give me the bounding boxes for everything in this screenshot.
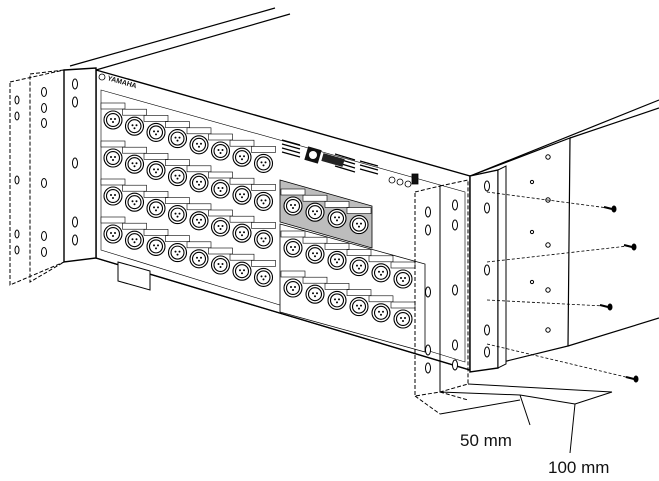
input-xlr-connector xyxy=(229,177,255,205)
output-xlr-connector xyxy=(280,188,306,216)
dimension-label-100mm: 100 mm xyxy=(548,458,609,477)
output-xlr-connector xyxy=(302,236,328,264)
input-xlr-connector xyxy=(251,146,276,173)
front-panel-bezel xyxy=(100,89,466,363)
input-xlr-connector xyxy=(165,121,190,149)
offset-rail-holes xyxy=(425,199,458,374)
input-xlr-connector xyxy=(186,165,212,193)
input-xlr-connector xyxy=(122,146,147,174)
input-xlr-connector xyxy=(186,203,212,231)
output-xlr-connector xyxy=(302,194,328,222)
output-xlr-connector xyxy=(280,230,306,258)
input-xlr-connector xyxy=(186,127,212,155)
input-xlr-connector xyxy=(208,209,233,237)
dimension-label-50mm: 50 mm xyxy=(460,431,512,450)
output-connector-grid xyxy=(280,188,416,329)
input-xlr-connector xyxy=(165,235,190,263)
input-xlr-connector xyxy=(143,153,169,180)
input-xlr-connector xyxy=(122,222,147,250)
screw xyxy=(486,343,639,383)
input-xlr-connector xyxy=(186,241,212,269)
output-xlr-connector xyxy=(390,301,416,329)
input-xlr-connector xyxy=(100,102,126,130)
left-rack-ear xyxy=(9,67,97,286)
screw xyxy=(486,191,617,213)
mounting-screws xyxy=(486,191,639,383)
right-rack-ear xyxy=(469,165,507,373)
input-xlr-connector xyxy=(122,108,147,136)
input-xlr-connector xyxy=(208,133,233,161)
input-xlr-connector xyxy=(251,260,276,287)
center-display xyxy=(304,146,345,167)
input-xlr-connector xyxy=(208,171,233,199)
output-xlr-connector xyxy=(368,295,394,323)
input-xlr-connector xyxy=(143,191,169,218)
output-xlr-connector xyxy=(346,249,372,277)
input-connector-grid xyxy=(100,102,276,287)
output-xlr-connector xyxy=(280,270,306,298)
input-xlr-connector xyxy=(208,247,233,275)
output-xlr-connector xyxy=(346,289,372,317)
screw xyxy=(486,243,637,263)
input-xlr-connector xyxy=(143,115,169,142)
output-xlr-connector xyxy=(324,283,350,310)
left-rack-ear-holes xyxy=(14,78,78,257)
output-xlr-connector xyxy=(346,207,372,235)
input-xlr-connector xyxy=(143,229,169,256)
input-xlr-connector xyxy=(229,253,255,281)
input-xlr-connector xyxy=(165,197,190,225)
chassis-foot xyxy=(117,261,151,291)
input-xlr-connector xyxy=(100,140,126,168)
right-rack-ear-holes xyxy=(484,180,490,358)
input-xlr-connector xyxy=(251,184,276,211)
input-xlr-connector xyxy=(229,139,255,167)
input-xlr-connector xyxy=(251,222,276,249)
input-xlr-connector xyxy=(229,215,255,243)
output-xlr-connector xyxy=(390,261,416,289)
side-panel-holes xyxy=(529,154,551,333)
output-xlr-connector xyxy=(368,255,394,283)
input-xlr-connector xyxy=(122,184,147,212)
output-xlr-connector xyxy=(324,243,350,270)
status-leds xyxy=(388,173,419,188)
screw xyxy=(486,299,613,311)
dimension-lines xyxy=(439,383,613,454)
input-xlr-connector xyxy=(165,159,190,187)
input-xlr-connector xyxy=(100,178,126,206)
output-xlr-connector xyxy=(324,201,350,228)
input-xlr-connector xyxy=(100,216,126,244)
vent-slots xyxy=(281,139,379,175)
output-xlr-connector xyxy=(302,276,328,304)
